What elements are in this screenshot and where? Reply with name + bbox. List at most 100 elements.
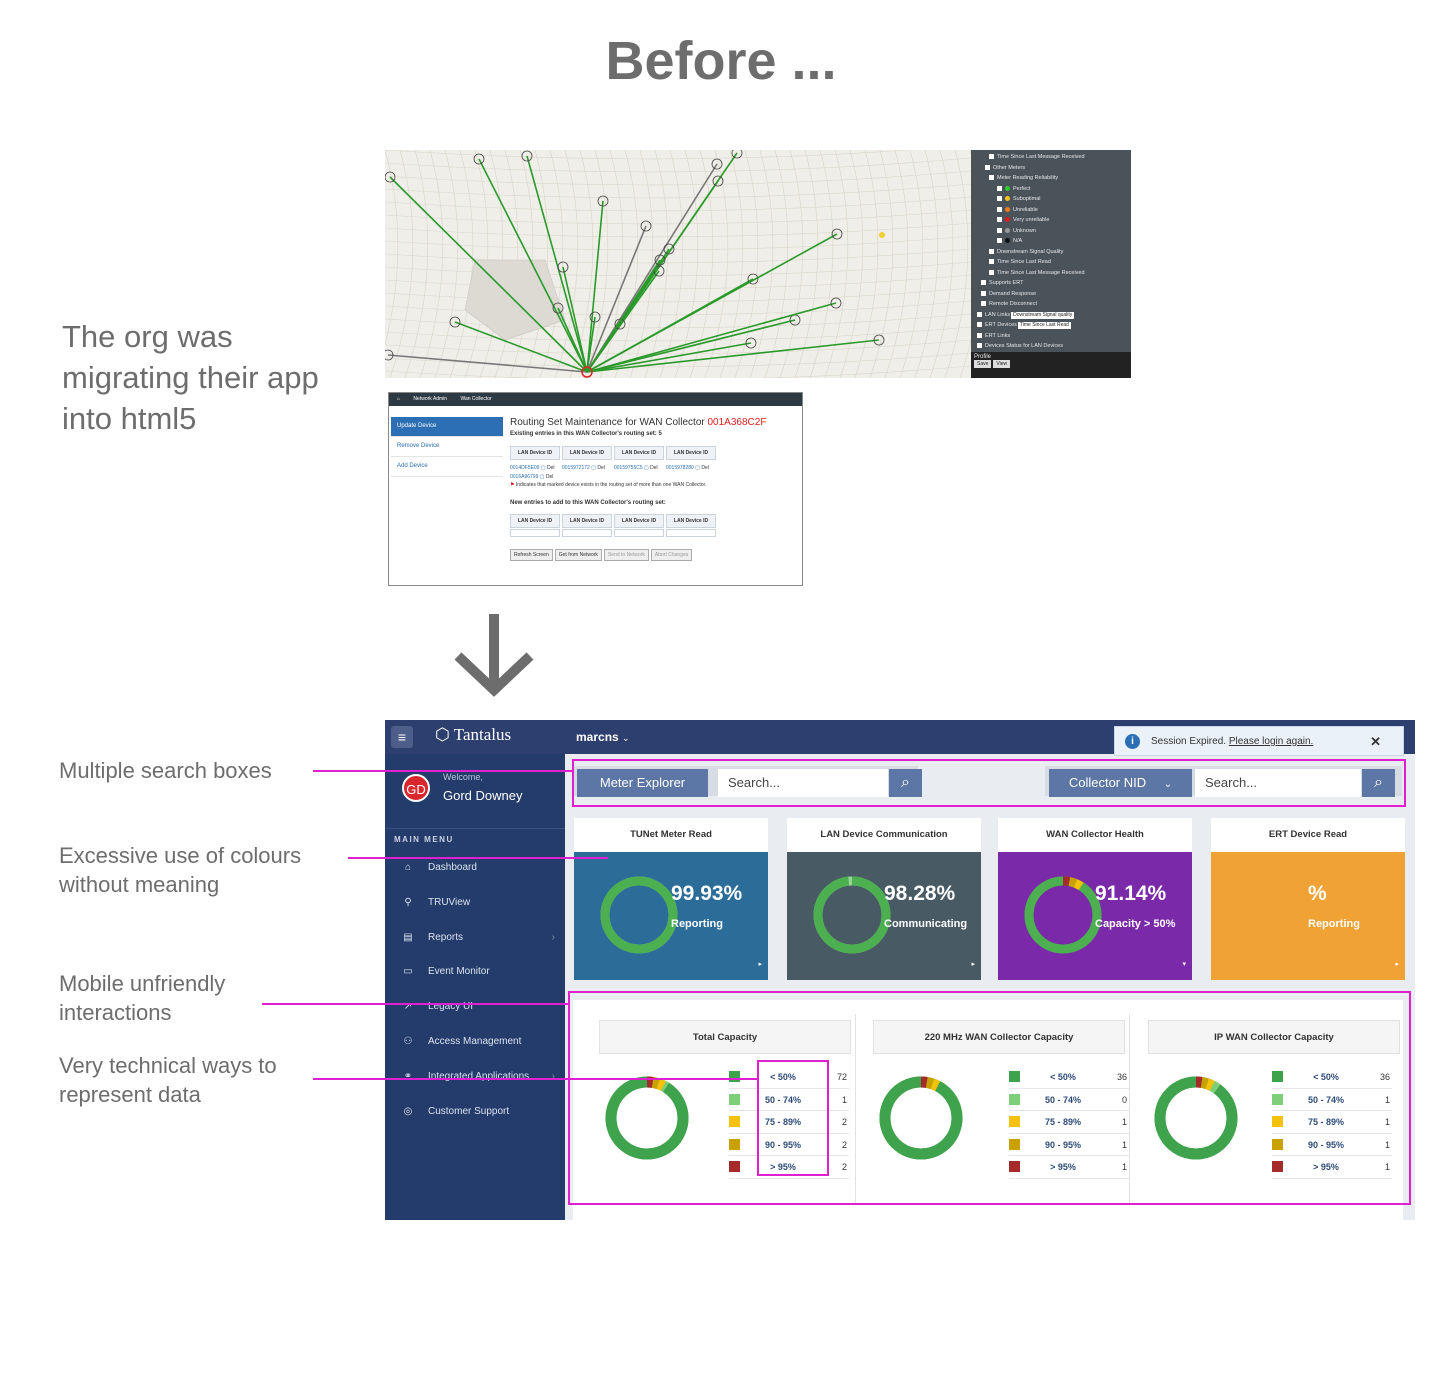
caret-icon[interactable]: ▸ (758, 961, 762, 968)
layer-item[interactable]: N/A (975, 236, 1127, 247)
legend-row[interactable]: 50 - 74%0 (1009, 1089, 1129, 1111)
layer-item[interactable]: Demand Response (975, 289, 1127, 300)
checkbox (977, 332, 982, 338)
legend-row[interactable]: 50 - 74%1 (729, 1089, 849, 1111)
layer-item[interactable]: Remote Disconnect (975, 299, 1127, 310)
refresh-screen-button[interactable]: Refresh Screen (510, 549, 553, 561)
profile-save-button[interactable]: Save (974, 360, 992, 368)
close-icon[interactable]: ✕ (1370, 734, 1381, 749)
sidebar-item-integrated-applications[interactable]: ⚭Integrated Applications› (403, 1070, 555, 1082)
search-icon[interactable]: ⌕ (1362, 769, 1395, 797)
sidebar-item-access-management[interactable]: ⚇Access Management (403, 1036, 522, 1047)
checkbox (981, 301, 986, 307)
checkbox (997, 185, 1002, 191)
legend-swatch (729, 1161, 740, 1172)
layer-item[interactable]: Unknown (975, 226, 1127, 237)
legend-row[interactable]: < 50%36 (1009, 1066, 1129, 1089)
device-id-link[interactable]: 0015972172 ▢ Del (562, 465, 605, 471)
breadcrumb-wan-collector[interactable]: Wan Collector (460, 396, 492, 402)
sidebar-item-truview[interactable]: ⚲TRUView (385, 887, 565, 921)
layer-item[interactable]: Very unreliable (975, 215, 1127, 226)
legend-row[interactable]: 75 - 89%1 (1272, 1111, 1392, 1134)
layer-item[interactable]: Devices Status for LAN Devices (975, 341, 1127, 352)
legend-row[interactable]: > 95%2 (729, 1156, 849, 1179)
layer-item[interactable]: Downstream Signal Quality (975, 247, 1127, 258)
legend-swatch (729, 1116, 740, 1127)
search-icon[interactable]: ⌕ (889, 769, 922, 797)
sidebar-item-reports[interactable]: ▤Reports› (403, 931, 555, 943)
breadcrumb-network-admin[interactable]: Network Admin (413, 396, 448, 402)
collector-nid-select[interactable]: Collector NID ⌄ (1049, 769, 1192, 797)
layer-item[interactable]: Suboptimal (975, 194, 1127, 205)
user-menu[interactable]: marcns ⌄ (576, 730, 630, 744)
send-to-network-button[interactable]: Send to Network (603, 549, 649, 561)
device-id-link[interactable]: 0015978280 ▢ Del (666, 465, 709, 471)
device-id-link[interactable]: 0014DF5E09 ▢ Del (510, 465, 555, 471)
ert-devices-select[interactable]: Time Since Last Read (1017, 322, 1071, 329)
login-link[interactable]: Please login again. (1228, 736, 1314, 747)
layer-item[interactable]: Time Since Last Read (975, 257, 1127, 268)
lan-links-select[interactable]: Downstream Signal quality (1011, 311, 1075, 319)
sidebar-item-event-monitor[interactable]: ▭Event Monitor (403, 966, 490, 978)
caret-icon[interactable]: ▸ (971, 961, 975, 968)
side-update-device[interactable]: Update Device (391, 417, 503, 437)
checkbox (997, 206, 1002, 212)
meter-explorer-tag[interactable]: Meter Explorer (577, 769, 708, 797)
get-from-network-button[interactable]: Get from Network (554, 549, 602, 561)
meter-search-input[interactable]: Search... (718, 769, 888, 797)
profile-view-button[interactable]: View (993, 360, 1011, 368)
support-icon: ◎ (403, 1105, 413, 1117)
legend-swatch (1009, 1161, 1020, 1172)
kpi-label: Communicating (884, 918, 968, 930)
legend-row[interactable]: 50 - 74%1 (1272, 1089, 1392, 1111)
device-id-link[interactable]: 0016A96799 ▢ Del (510, 474, 554, 480)
sidebar-item-legacy-ui[interactable]: ↗Legacy UI (403, 1001, 474, 1013)
menu-toggle-icon[interactable]: ≡ (391, 726, 413, 748)
checkbox (997, 238, 1002, 244)
side-remove-device[interactable]: Remove Device (391, 437, 503, 457)
kpi-donut (1024, 876, 1102, 954)
map-pin-icon: ⚲ (404, 896, 412, 908)
sidebar-item-dashboard[interactable]: ⌂Dashboard (385, 852, 565, 886)
legend-row[interactable]: > 95%1 (1009, 1156, 1129, 1179)
existing-ids-row: 0014DF5E09 ▢ Del 0015972172 ▢ Del 001597… (510, 465, 800, 471)
legend-row[interactable]: 90 - 95%1 (1272, 1134, 1392, 1156)
new-grid-inputs[interactable] (510, 529, 800, 537)
layer-item[interactable]: Time Since Last Message Received (975, 152, 1127, 163)
caret-icon[interactable]: ▾ (1182, 961, 1186, 968)
layer-item[interactable]: Other Meters (975, 163, 1127, 174)
layer-item[interactable]: ERT Links (975, 331, 1127, 342)
sidebar-item-customer-support[interactable]: ◎Customer Support (403, 1105, 510, 1117)
kpi-card-ert-device-read[interactable]: ERT Device Read%Reporting▸ (1211, 818, 1405, 980)
chevron-right-icon: › (551, 1070, 555, 1082)
legend-row[interactable]: < 50%36 (1272, 1066, 1392, 1089)
collector-search-input[interactable]: Search... (1195, 769, 1361, 797)
legend-row[interactable]: 75 - 89%1 (1009, 1111, 1129, 1134)
pointer-line (348, 857, 608, 859)
layer-item[interactable]: Perfect (975, 184, 1127, 195)
legend-row[interactable]: 75 - 89%2 (729, 1111, 849, 1134)
layer-item[interactable]: Unreliable (975, 205, 1127, 216)
layer-item[interactable]: Supports ERT (975, 278, 1127, 289)
legend-row[interactable]: < 50%72 (729, 1066, 849, 1089)
abort-changes-button[interactable]: Abort Changes (650, 549, 693, 561)
users-icon: ⚇ (403, 1036, 413, 1047)
layer-item[interactable]: Meter Reading Reliability (975, 173, 1127, 184)
legend-row[interactable]: 90 - 95%1 (1009, 1134, 1129, 1156)
caret-icon[interactable]: ▸ (1395, 961, 1399, 968)
device-id-link[interactable]: 00159755C5 ▢ Del (614, 465, 658, 471)
layer-item[interactable]: Time Since Last Message Received (975, 268, 1127, 279)
legend-row[interactable]: > 95%1 (1272, 1156, 1392, 1179)
legend-row[interactable]: 90 - 95%2 (729, 1134, 849, 1156)
side-add-device[interactable]: Add Device (391, 457, 503, 477)
home-icon[interactable]: ⌂ (397, 396, 401, 402)
avatar[interactable]: GD (402, 774, 430, 802)
